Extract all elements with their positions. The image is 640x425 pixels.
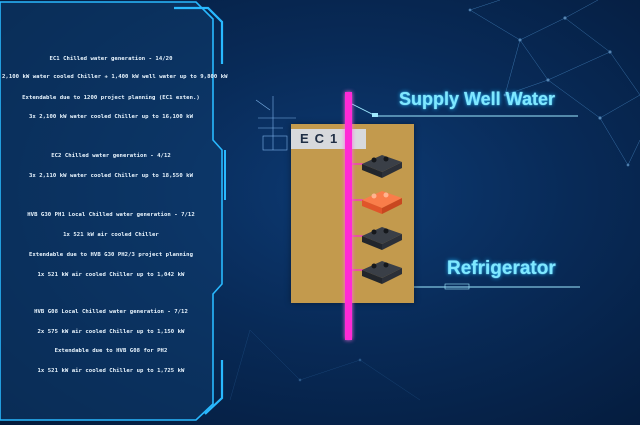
info-line: 3x 2,110 kW water cooled Chiller up to 1… xyxy=(28,173,194,179)
info-line: HVB G08 Local Chilled water generation -… xyxy=(34,309,188,315)
supply-well-water-label: Supply Well Water xyxy=(399,89,556,109)
info-line: HVB G30 PH1 Local Chilled water generati… xyxy=(27,212,195,218)
chiller-unit-highlighted-icon xyxy=(362,191,402,214)
info-line: 2,100 kW water cooled Chiller + 1,400 kW… xyxy=(2,74,228,80)
info-line: Extendable due to 1200 project planning … xyxy=(22,95,200,101)
panel-frame xyxy=(0,1,226,421)
info-line: 1x 521 kW air cooled Chiller up to 1,725… xyxy=(37,368,185,374)
chiller-unit-icon xyxy=(362,155,402,178)
supply-connector xyxy=(351,103,578,117)
refrigerator-label: Refrigerator xyxy=(447,258,556,279)
chiller-units xyxy=(352,155,402,284)
info-line: EC2 Chilled water generation - 4/12 xyxy=(51,153,171,159)
chiller-info-panel: EC1 Chilled water generation - 14/20 2,1… xyxy=(0,0,228,425)
info-line: EC1 Chilled water generation - 14/20 xyxy=(49,56,173,62)
info-line: 1x 521 kW air cooled Chiller xyxy=(63,232,159,238)
chiller-unit-icon xyxy=(362,227,402,250)
supply-pipe xyxy=(345,92,352,340)
ec1-label: EC1 xyxy=(300,131,344,146)
info-line: 3x 2,100 kW water cooled Chiller up to 1… xyxy=(28,114,194,120)
info-line: 2x 575 kW air cooled Chiller up to 1,150… xyxy=(37,329,185,335)
guide-lines xyxy=(255,96,296,151)
info-line: 1x 521 kW air cooled Chiller up to 1,042… xyxy=(37,272,185,278)
info-line: Extendable due to HVB G08 for PH2 xyxy=(54,348,168,354)
info-line: Extendable due to HVB G30 PH2/3 project … xyxy=(28,252,194,258)
network-mesh xyxy=(468,0,640,167)
chiller-unit-icon xyxy=(362,261,402,284)
